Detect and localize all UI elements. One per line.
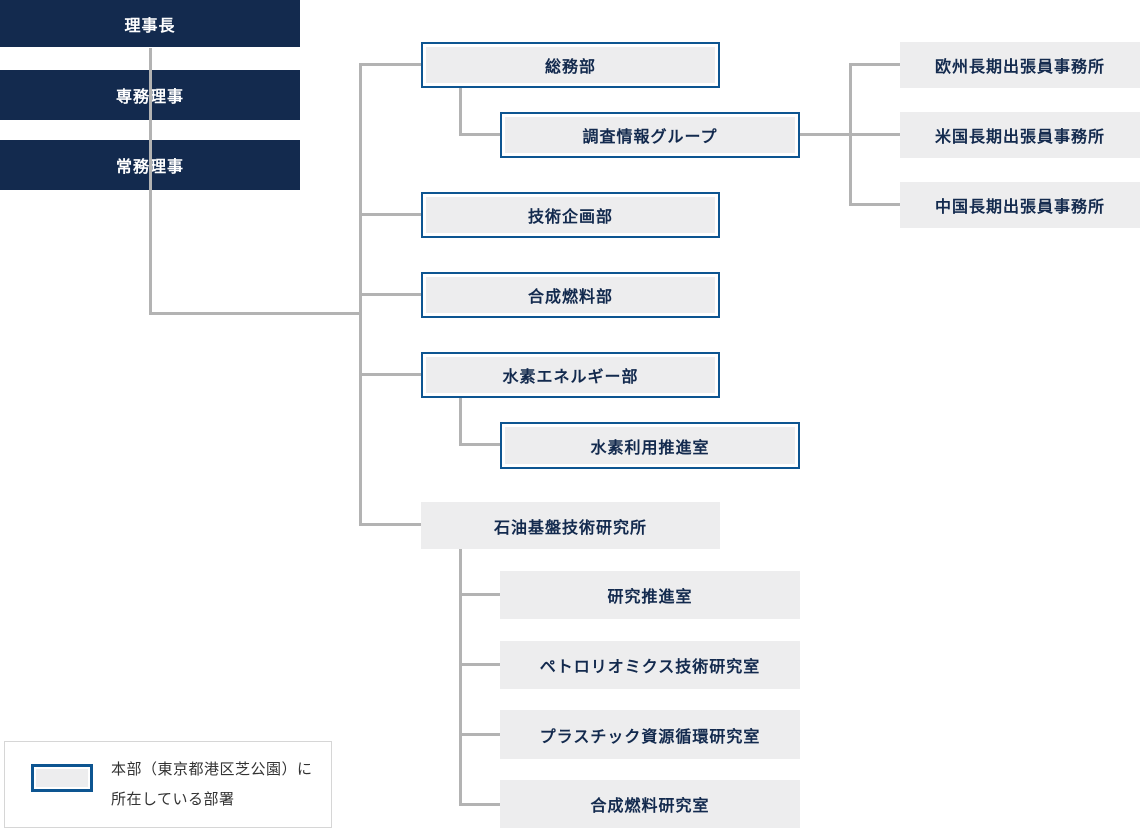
connector-stub-usa-office bbox=[849, 133, 900, 136]
legend-label: 本部（東京都港区芝公園）に 所在している部署 bbox=[111, 755, 313, 815]
technology-planning-dept-box: 技術企画部 bbox=[421, 192, 720, 238]
plastic-recycling-lab-box: プラスチック資源循環研究室 bbox=[500, 710, 800, 759]
europe-office-box: 欧州長期出張員事務所 bbox=[900, 42, 1140, 88]
petroleomics-lab-box: ペトロリオミクス技術研究室 bbox=[500, 641, 800, 689]
hydrogen-energy-dept-box: 水素エネルギー部 bbox=[421, 352, 720, 398]
hydrogen-utilization-office-box: 水素利用推進室 bbox=[500, 422, 800, 469]
research-information-group-box: 調査情報グループ bbox=[500, 112, 800, 158]
connector-institute-drop bbox=[459, 549, 462, 806]
connector-hydrogen-drop bbox=[459, 398, 462, 446]
connector-stub-hydrogen-utilization bbox=[459, 443, 500, 446]
connector-stub-hydrogen-energy bbox=[359, 373, 421, 376]
synthetic-fuel-dept-box: 合成燃料部 bbox=[421, 272, 720, 318]
chairman-box: 理事長 bbox=[0, 0, 300, 47]
connector-group-to-overseas bbox=[800, 133, 851, 136]
petroleum-research-institute-box: 石油基盤技術研究所 bbox=[421, 502, 720, 549]
connector-stub-synthetic-fuel bbox=[359, 293, 421, 296]
legend-label-line1: 本部（東京都港区芝公園）に bbox=[111, 761, 313, 778]
legend: 本部（東京都港区芝公園）に 所在している部署 bbox=[4, 741, 332, 828]
connector-stub-petroleomics bbox=[459, 663, 500, 666]
legend-label-line2: 所在している部署 bbox=[111, 791, 235, 808]
usa-office-box: 米国長期出張員事務所 bbox=[900, 112, 1140, 158]
connector-stub-china-office bbox=[849, 203, 900, 206]
connector-stub-petroleum-institute bbox=[359, 523, 421, 526]
connector-stub-europe-office bbox=[849, 63, 900, 66]
connector-stub-technology-planning bbox=[359, 213, 421, 216]
connector-stub-general-affairs bbox=[359, 63, 421, 66]
research-promotion-office-box: 研究推進室 bbox=[500, 571, 800, 619]
china-office-box: 中国長期出張員事務所 bbox=[900, 182, 1140, 228]
connector-stub-research-info-group bbox=[459, 133, 500, 136]
connector-stub-research-promotion bbox=[459, 593, 500, 596]
legend-hq-swatch bbox=[31, 764, 93, 792]
synthetic-fuel-lab-box: 合成燃料研究室 bbox=[500, 780, 800, 828]
connector-exec-to-trunk bbox=[149, 312, 361, 315]
connector-general-affairs-drop bbox=[459, 88, 462, 136]
general-affairs-dept-box: 総務部 bbox=[421, 42, 720, 88]
connector-stub-synthetic-fuel-lab bbox=[459, 803, 500, 806]
connector-stub-plastic-recycling bbox=[459, 733, 500, 736]
connector-exec-vertical bbox=[149, 48, 152, 314]
